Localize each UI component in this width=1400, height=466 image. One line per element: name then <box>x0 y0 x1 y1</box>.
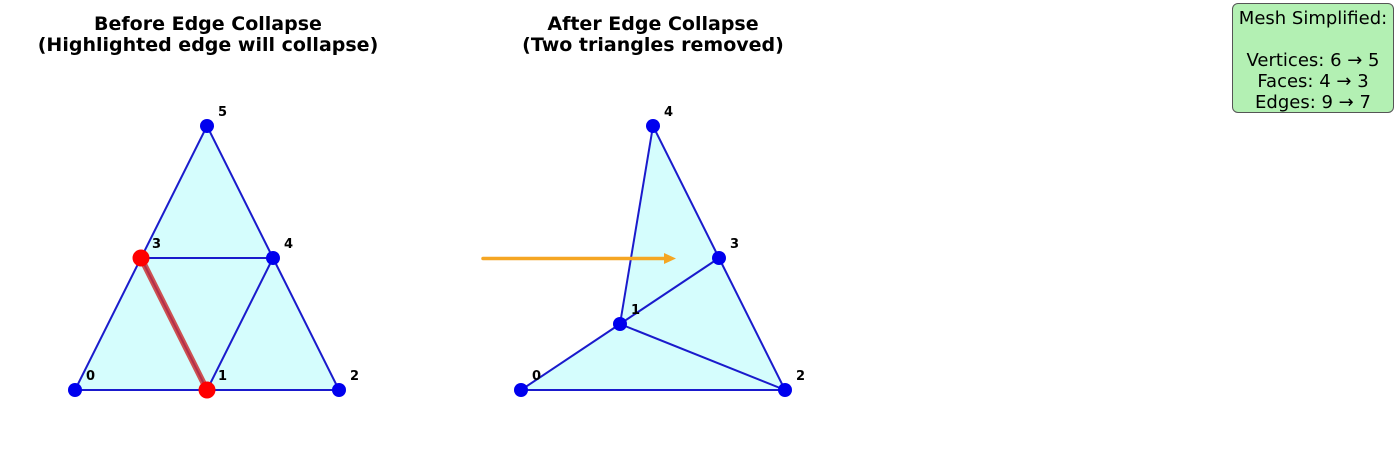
stats-faces: Faces: 4 → 3 <box>1257 71 1369 92</box>
stats-heading: Mesh Simplified: <box>1238 8 1388 29</box>
after-edge-3-4 <box>652 125 720 259</box>
after-vertex-label-1: 1 <box>631 303 640 318</box>
before-highlighted-edge <box>138 255 210 393</box>
before-face-0 <box>75 258 207 390</box>
after-edge-1-4 <box>619 125 654 325</box>
before-face-1 <box>141 258 273 390</box>
after-mesh: 0 1 2 3 4 <box>514 105 805 397</box>
before-vertex-label-1: 1 <box>218 369 227 384</box>
after-title-line2: (Two triangles removed) <box>522 34 784 56</box>
before-face-2 <box>207 258 339 390</box>
after-title: After Edge Collapse (Two triangles remov… <box>473 14 833 56</box>
after-title-line1: After Edge Collapse <box>547 13 759 35</box>
before-title-line2: (Highlighted edge will collapse) <box>37 34 379 56</box>
before-vertex-label-0: 0 <box>86 369 95 384</box>
collapse-arrow <box>481 253 676 264</box>
after-vertex-3 <box>712 251 726 265</box>
after-face-0 <box>521 324 785 390</box>
before-title: Before Edge Collapse (Highlighted edge w… <box>28 14 388 56</box>
stats-edges: Edges: 9 → 7 <box>1255 92 1371 113</box>
before-edge-4-5 <box>206 125 274 259</box>
after-vertex-0 <box>514 383 528 397</box>
after-vertex-label-4: 4 <box>664 105 673 120</box>
collapse-arrow-head <box>664 253 676 264</box>
stats-spacer <box>1233 29 1393 50</box>
before-vertex-label-4: 4 <box>284 237 293 252</box>
after-face-1 <box>620 258 785 390</box>
before-vertex-2 <box>332 383 346 397</box>
before-vertex-label-5: 5 <box>218 105 227 120</box>
before-vertex-5 <box>200 119 214 133</box>
after-vertex-label-3: 3 <box>730 237 739 252</box>
before-vertex-label-2: 2 <box>350 369 359 384</box>
after-edge-1-3 <box>619 257 720 325</box>
before-edge-1-4 <box>206 257 274 391</box>
after-vertex-label-0: 0 <box>532 369 541 384</box>
after-vertex-label-2: 2 <box>796 369 805 384</box>
before-title-line1: Before Edge Collapse <box>94 13 322 35</box>
before-face-3 <box>141 126 273 258</box>
after-edge-0-1 <box>520 323 621 391</box>
before-vertex-0 <box>68 383 82 397</box>
before-edge-3-5 <box>140 125 208 259</box>
before-mesh: 0 1 2 3 4 5 <box>68 105 359 399</box>
after-vertex-2 <box>778 383 792 397</box>
mesh-stats-box: Mesh Simplified: Vertices: 6 → 5 Faces: … <box>1232 3 1394 113</box>
after-vertex-4 <box>646 119 660 133</box>
stats-vertices: Vertices: 6 → 5 <box>1246 50 1380 71</box>
before-vertex-label-3: 3 <box>152 237 161 252</box>
before-edge-0-3 <box>74 257 142 391</box>
after-edge-1-2 <box>619 323 786 391</box>
before-vertex-3 <box>132 249 150 267</box>
before-edge-2-4 <box>272 257 340 391</box>
before-vertex-1 <box>198 381 216 399</box>
after-vertex-1 <box>613 317 627 331</box>
before-vertex-4 <box>266 251 280 265</box>
after-edge-2-3 <box>718 257 786 391</box>
